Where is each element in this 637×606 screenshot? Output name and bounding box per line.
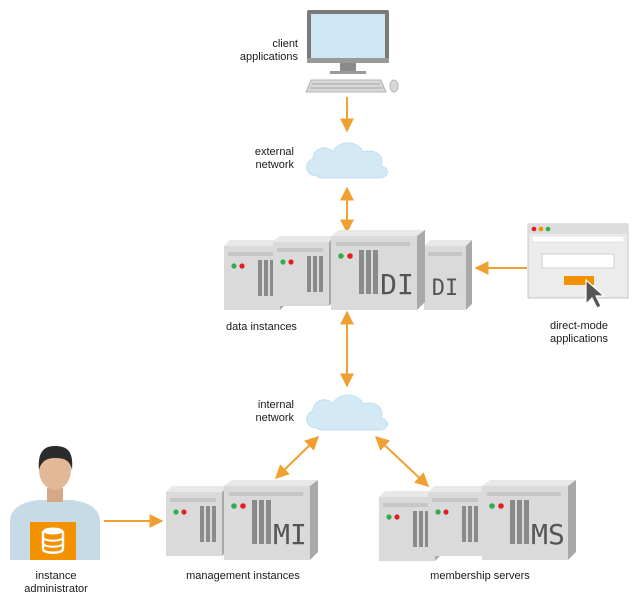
external-network-cloud-icon [306, 142, 389, 179]
server-icon [428, 486, 490, 556]
server-mark-mi: MI [273, 518, 307, 551]
data-instances-cluster: DI DI [224, 230, 472, 310]
label-membership-servers: membership servers [430, 570, 530, 582]
mouse-icon [389, 79, 399, 93]
server-icon [273, 236, 335, 306]
label-instance-administrator: instance administrator [24, 570, 88, 595]
cursor-icon [585, 278, 606, 309]
server-mark-ms: MS [531, 518, 565, 551]
server-icon: MI [224, 480, 318, 560]
connection-arrows [104, 97, 527, 528]
arrow-internal-to-membership [374, 436, 430, 487]
label-data-instances: data instances [226, 321, 297, 333]
server-mark-di: DI [380, 268, 414, 301]
browser-window-icon [527, 223, 629, 309]
server-icon [166, 486, 228, 556]
label-direct-mode-applications: direct-mode applications [549, 320, 609, 345]
monitor-icon [307, 10, 389, 74]
server-icon: DI [331, 230, 425, 310]
label-client-applications: client applications [239, 38, 298, 63]
server-mark-di-small: DI [432, 276, 459, 301]
keyboard-icon [305, 79, 387, 93]
label-external-network: external network [254, 146, 294, 171]
server-icon: MS [482, 480, 576, 560]
label-management-instances: management instances [186, 570, 300, 582]
management-instances-cluster: MI [166, 480, 318, 560]
membership-servers-cluster: MS [379, 480, 576, 561]
server-icon: DI [424, 240, 472, 310]
label-internal-network: internal network [255, 399, 294, 424]
client-computer [305, 10, 399, 93]
database-icon [30, 522, 76, 560]
arrow-internal-to-management [274, 436, 320, 479]
internal-network-cloud-icon [306, 394, 389, 431]
